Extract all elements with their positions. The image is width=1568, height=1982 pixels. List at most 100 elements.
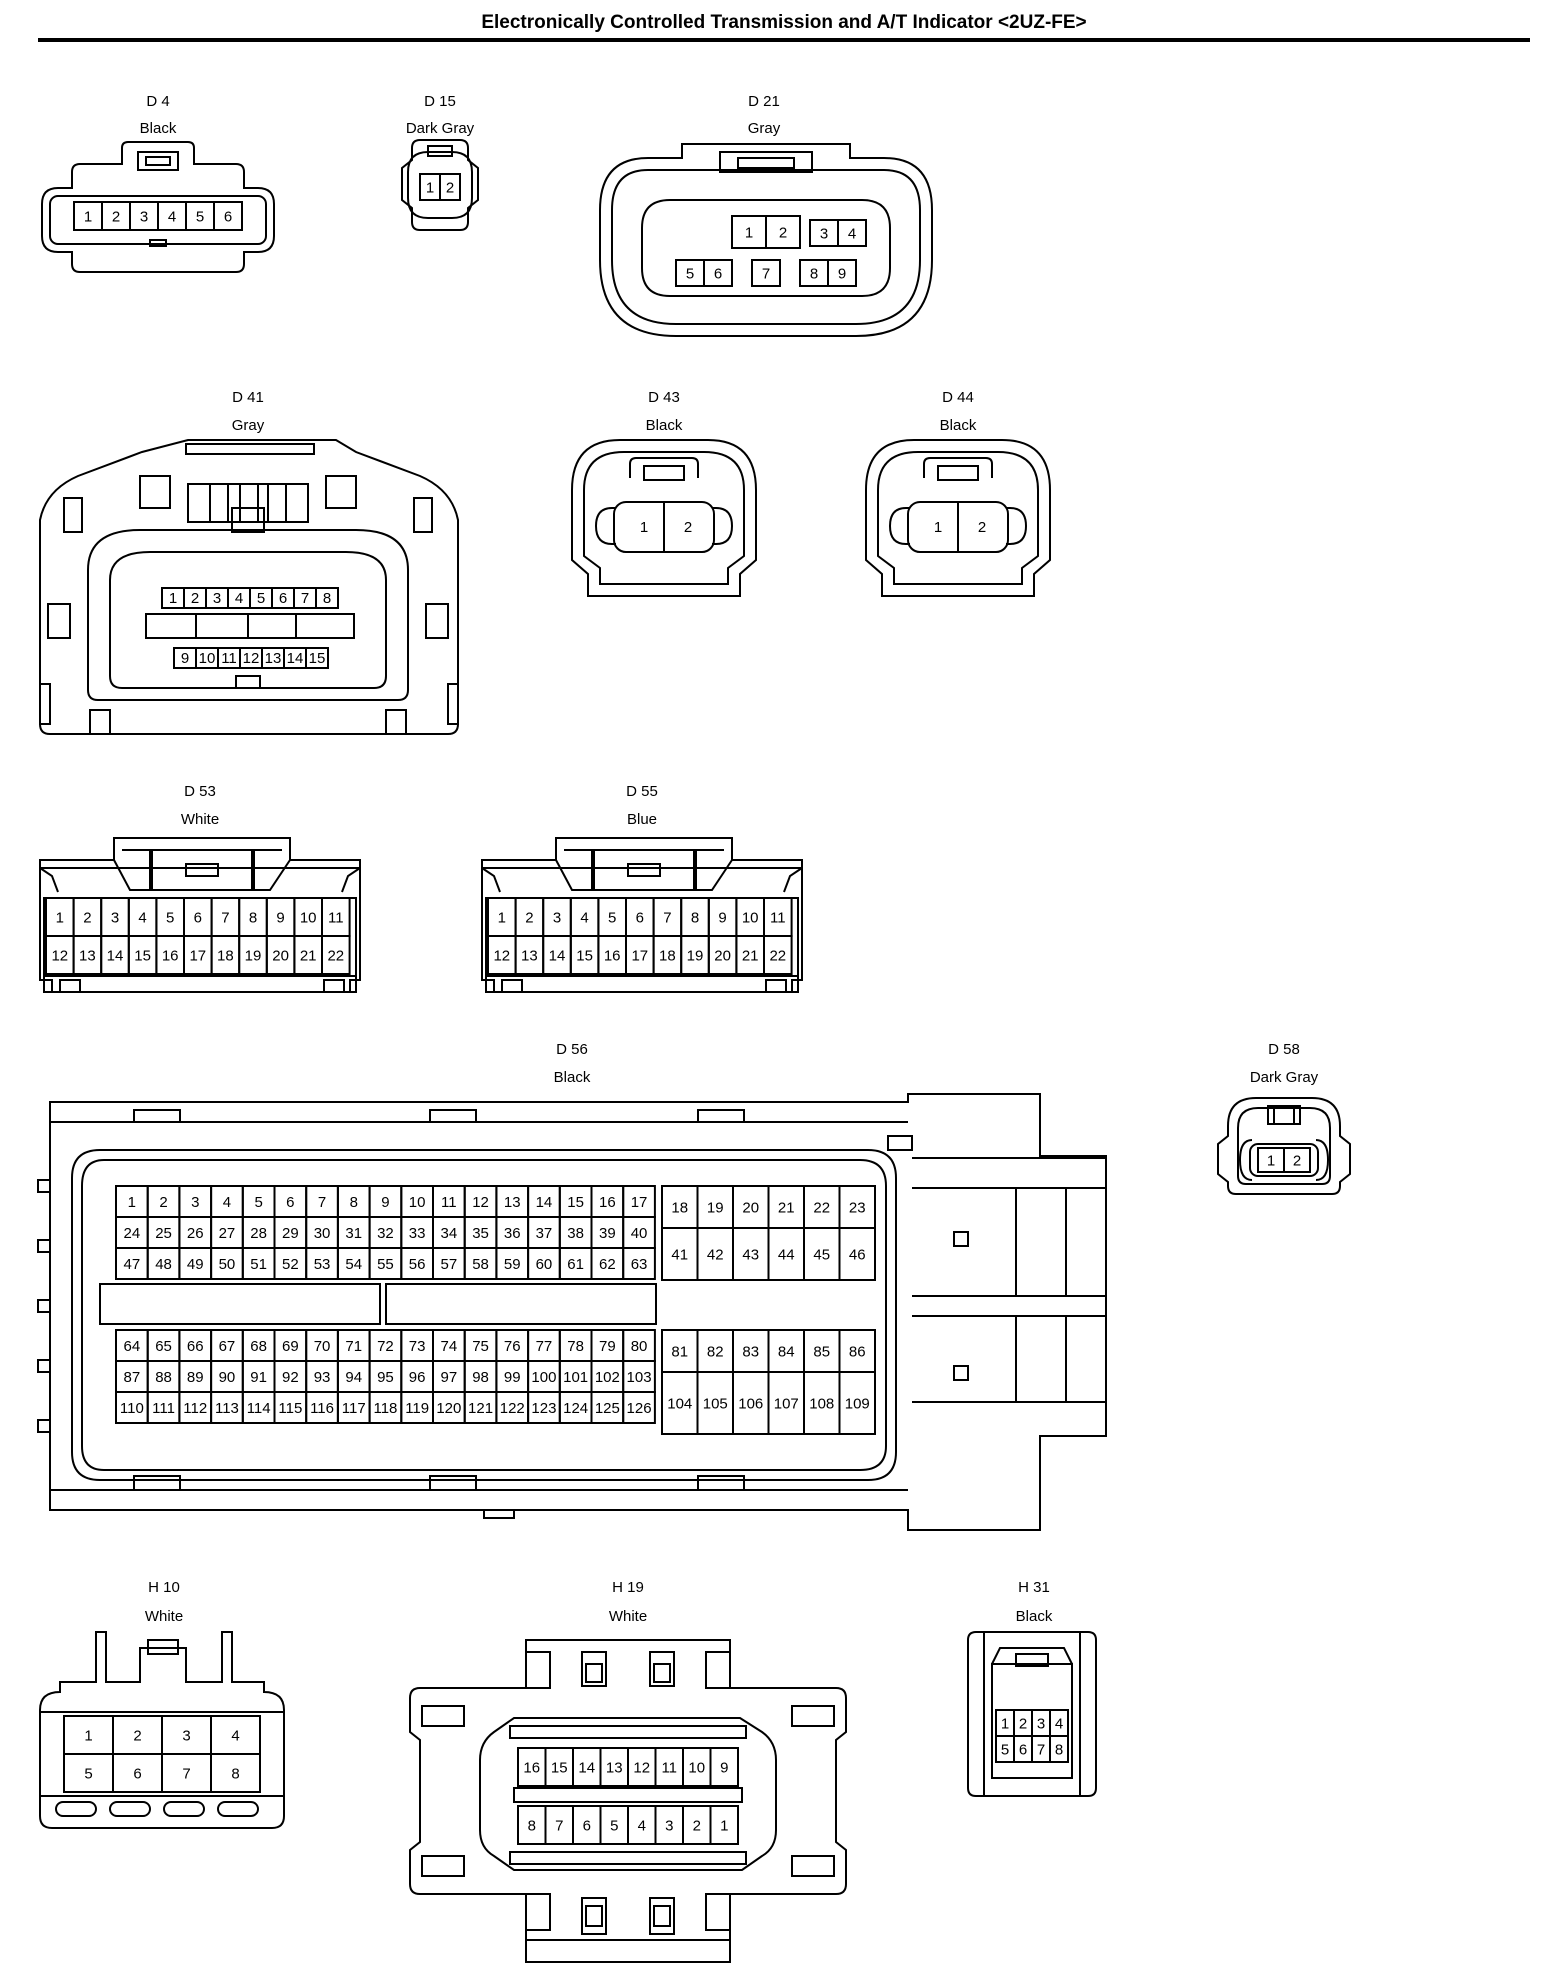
pin-number: 4 — [223, 1194, 231, 1211]
pin-number: 18 — [671, 1199, 688, 1216]
pin-number: 53 — [314, 1256, 331, 1273]
connector-id: D 41 — [232, 389, 264, 406]
pin-number: 71 — [345, 1338, 362, 1355]
pin-number: 79 — [599, 1338, 616, 1355]
pin-number: 68 — [250, 1338, 267, 1355]
pin-number: 121 — [468, 1400, 493, 1417]
pin-number: 10 — [199, 650, 216, 667]
pin-number: 3 — [553, 909, 561, 926]
connector-id: D 43 — [648, 389, 680, 406]
pin-number: 16 — [162, 947, 179, 964]
pin-number: 22 — [769, 947, 786, 964]
connector-id: D 4 — [146, 93, 169, 110]
pin-number: 32 — [377, 1225, 394, 1242]
pin-number: 86 — [849, 1343, 866, 1360]
pin-number: 51 — [250, 1256, 267, 1273]
pin-number: 82 — [707, 1343, 724, 1360]
pin-number: 43 — [742, 1246, 759, 1263]
pin-number: 15 — [567, 1194, 584, 1211]
connector-id: D 21 — [748, 93, 780, 110]
pin-number: 93 — [314, 1369, 331, 1386]
pin-number: 4 — [848, 225, 856, 242]
pin-number: 10 — [742, 909, 759, 926]
pin-number: 5 — [608, 909, 616, 926]
pin-number: 58 — [472, 1256, 489, 1273]
pin-number: 11 — [221, 650, 237, 667]
pin-number: 94 — [345, 1369, 362, 1386]
pin-number: 2 — [112, 208, 120, 225]
pin-number: 12 — [243, 650, 260, 667]
pin-number: 80 — [631, 1338, 648, 1355]
pin-number: 8 — [691, 909, 699, 926]
connector-color: Gray — [748, 120, 781, 137]
pin-number: 62 — [599, 1256, 616, 1273]
pin-number: 73 — [409, 1338, 426, 1355]
pin-number: 1 — [745, 224, 753, 241]
pin-number: 67 — [219, 1338, 236, 1355]
pin-number: 14 — [578, 1759, 595, 1776]
pin-number: 7 — [301, 590, 309, 607]
pin-number: 18 — [217, 947, 234, 964]
pin-number: 6 — [1019, 1741, 1027, 1758]
pin-number: 4 — [168, 208, 176, 225]
pin-number: 60 — [536, 1256, 553, 1273]
pin-number: 37 — [536, 1225, 553, 1242]
pin-number: 69 — [282, 1338, 299, 1355]
pin-number: 23 — [849, 1199, 866, 1216]
pin-number: 3 — [213, 590, 221, 607]
connector-color: Dark Gray — [406, 120, 475, 137]
pin-number: 12 — [472, 1194, 489, 1211]
pin-number: 61 — [567, 1256, 584, 1273]
pin-number: 7 — [762, 265, 770, 282]
connector-id: H 10 — [148, 1579, 180, 1596]
pin-number: 29 — [282, 1225, 299, 1242]
pin-cell — [622, 1391, 656, 1424]
pin-number: 5 — [166, 909, 174, 926]
pin-number: 3 — [820, 225, 828, 242]
pin-number: 104 — [667, 1395, 692, 1412]
pin-number: 10 — [300, 909, 317, 926]
pin-number: 33 — [409, 1225, 426, 1242]
pin-number: 83 — [742, 1343, 759, 1360]
connector-id: D 15 — [424, 93, 456, 110]
pin-number: 48 — [155, 1256, 172, 1273]
pin-number: 42 — [707, 1246, 724, 1263]
pin-number: 3 — [191, 1194, 199, 1211]
pin-number: 2 — [1293, 1152, 1301, 1169]
connector-id: H 31 — [1018, 1579, 1050, 1596]
pin-number: 26 — [187, 1225, 204, 1242]
pin-number: 27 — [219, 1225, 236, 1242]
pin-number: 3 — [111, 909, 119, 926]
pin-number: 12 — [493, 947, 510, 964]
page-title: Electronically Controlled Transmission a… — [481, 12, 1087, 33]
pin-number: 1 — [1267, 1152, 1275, 1169]
pin-number: 47 — [124, 1256, 141, 1273]
pin-number: 16 — [604, 947, 621, 964]
pin-number: 74 — [441, 1338, 458, 1355]
pin-number: 5 — [254, 1194, 262, 1211]
pin-number: 65 — [155, 1338, 172, 1355]
pin-number: 120 — [436, 1400, 461, 1417]
pin-number: 4 — [1055, 1715, 1063, 1732]
pin-number: 55 — [377, 1256, 394, 1273]
pin-number: 40 — [631, 1225, 648, 1242]
connector-color: White — [609, 1608, 647, 1625]
pin-cell — [838, 1227, 876, 1281]
pin-number: 1 — [426, 179, 434, 196]
pin-number: 50 — [219, 1256, 236, 1273]
connector-color: Gray — [232, 417, 265, 434]
pin-number: 57 — [441, 1256, 458, 1273]
pin-number: 3 — [182, 1727, 190, 1744]
pin-number: 124 — [563, 1400, 588, 1417]
pin-number: 4 — [638, 1817, 646, 1834]
pin-number: 117 — [342, 1400, 366, 1417]
pin-number: 1 — [56, 909, 64, 926]
pin-number: 9 — [276, 909, 284, 926]
connector-color: Black — [646, 417, 683, 434]
pin-number: 9 — [181, 650, 189, 667]
connector-color: Black — [940, 417, 977, 434]
pin-number: 6 — [286, 1194, 294, 1211]
pin-number: 7 — [318, 1194, 326, 1211]
pin-number: 39 — [599, 1225, 616, 1242]
connector-color: Black — [140, 120, 177, 137]
